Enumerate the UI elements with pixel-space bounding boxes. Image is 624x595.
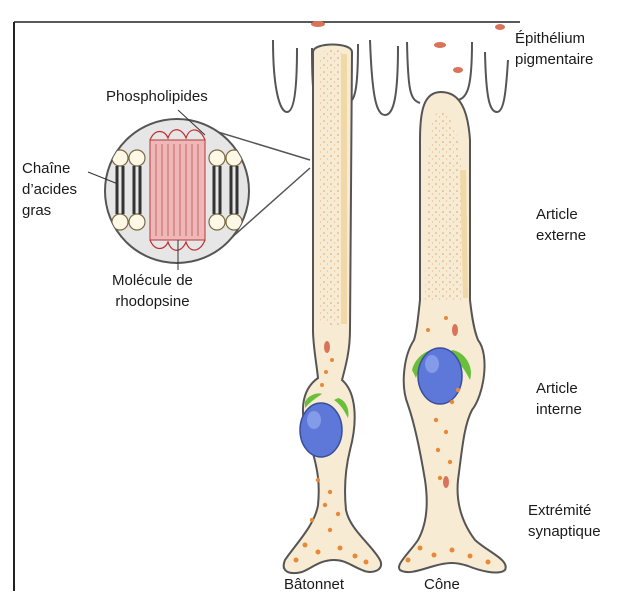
rod-outer-segment-edge [341,54,347,324]
label-molecule-rhodopsine: Molécule de rhodopsine [112,270,193,312]
label-phospholipides: Phospholipides [106,86,208,107]
rod-nucleus [300,403,342,457]
rhodopsin-molecule [150,140,205,240]
label-batonnet: Bâtonnet [284,574,344,595]
cone-nucleus [418,348,462,404]
label-cone: Cône [424,574,460,595]
label-article-interne: Article interne [536,378,582,420]
label-extremite-synaptique: Extrémité synaptique [528,500,601,542]
epithelium-villi [273,40,508,115]
label-article-externe: Article externe [536,204,586,246]
label-epithelium: Épithélium pigmentaire [515,28,593,70]
label-chaine-acides-gras: Chaîne d’acides gras [22,158,77,221]
